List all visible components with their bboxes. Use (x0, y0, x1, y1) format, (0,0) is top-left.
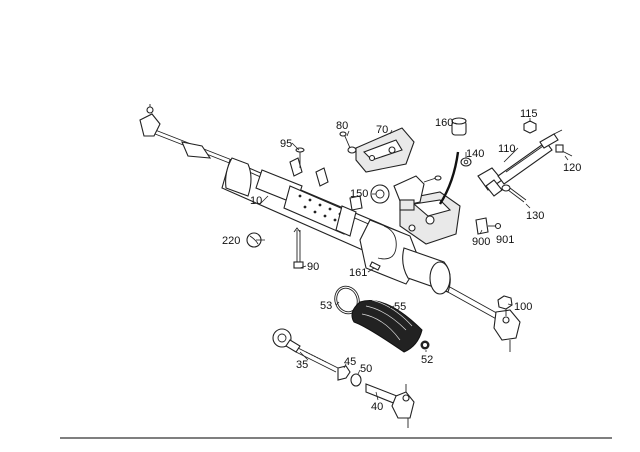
part-55-bellows-boot (351, 299, 423, 353)
part-130-bolt (501, 184, 527, 203)
part-110-steering-shaft (477, 129, 563, 197)
part-50-nut (350, 373, 362, 387)
callout-150: 150 (350, 188, 368, 200)
part-45-nut (337, 365, 351, 381)
callout-35: 35 (296, 359, 308, 371)
callout-900: 900 (472, 236, 490, 248)
part-40-tie-rod-end (365, 383, 415, 428)
part-90-bolt (293, 227, 304, 269)
part-120-bolt (555, 144, 573, 157)
callout-55: 55 (394, 301, 406, 313)
part-70-bracket (355, 127, 415, 173)
part-80-bolt (339, 131, 357, 154)
callout-140: 140 (466, 148, 484, 160)
callout-80: 80 (336, 120, 348, 132)
leader-lines (256, 118, 569, 401)
part-115-nut (523, 120, 537, 134)
callout-100: 100 (514, 301, 532, 313)
hydraulic-line (438, 151, 460, 205)
callout-52: 52 (421, 354, 433, 366)
callout-160: 160 (435, 117, 453, 129)
part-35-inner-tie-rod (272, 328, 339, 373)
part-900-901-valve (475, 217, 502, 235)
callout-10: 10 (250, 195, 262, 207)
callout-120: 120 (563, 162, 581, 174)
callout-40: 40 (371, 401, 383, 413)
steering-rack-housing (139, 104, 521, 352)
callout-labels: 10 35 40 45 50 52 53 55 70 80 90 95 100 … (222, 108, 581, 413)
part-160-bushing (451, 117, 467, 136)
callout-95: 95 (280, 138, 292, 150)
callout-90: 90 (307, 261, 319, 273)
part-52-small-clamp (420, 340, 430, 350)
callout-130: 130 (526, 210, 544, 222)
callout-220: 220 (222, 235, 240, 247)
callout-110: 110 (498, 143, 516, 155)
callout-50: 50 (360, 363, 372, 375)
callout-53: 53 (320, 300, 332, 312)
part-100-nut (497, 295, 513, 310)
callout-45: 45 (344, 356, 356, 368)
part-150-sensor (370, 175, 442, 211)
part-161-screw (369, 261, 381, 271)
callout-161: 161 (349, 267, 367, 279)
callout-115: 115 (520, 108, 538, 120)
callout-70: 70 (376, 124, 388, 136)
part-140-ring (460, 157, 472, 167)
callout-901: 901 (496, 234, 514, 246)
